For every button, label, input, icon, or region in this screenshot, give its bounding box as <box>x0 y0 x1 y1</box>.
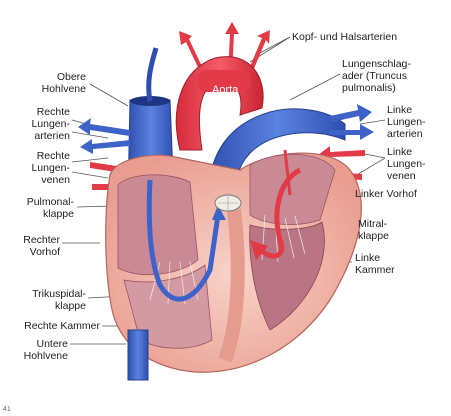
label-rechte-lungenarterien: Rechte Lungen- arterien <box>31 106 70 142</box>
linker-vorhof-cavity <box>249 153 336 225</box>
flow-left-red-top <box>283 149 292 196</box>
flow-right-blue <box>146 179 221 302</box>
label-rechte-lungenvenen: Rechte Lungen- venen <box>31 150 70 186</box>
flow-right-blue-head <box>212 205 226 220</box>
flow-left-red-head <box>250 240 268 260</box>
label-obere-hohlvene: Obere Hohlvene <box>41 71 86 95</box>
label-trikuspidalklappe: Trikuspidal- klappe <box>32 288 86 312</box>
label-untere-hohlvene: Untere Hohlvene <box>23 338 68 362</box>
label-rechte-kammer: Rechte Kammer <box>24 320 100 332</box>
kopf-hals-trunks <box>198 70 250 92</box>
label-rechter-vorhof: Rechter Vorhof <box>23 234 60 258</box>
label-aorta: Aorta <box>212 84 239 96</box>
untere-hohlvene <box>127 329 149 381</box>
label-pulmonalklappe: Pulmonal- klappe <box>26 196 74 220</box>
label-kopf-halsarterien: Kopf- und Halsarterien <box>292 31 398 43</box>
rechte-lungenarterien <box>78 118 130 154</box>
rechter-vorhof-cavity <box>117 174 199 276</box>
linke-lungenarterien <box>330 104 374 140</box>
figure-number: 41 <box>3 406 11 413</box>
truncus-pulmonalis <box>208 108 346 211</box>
rechte-kammer-cavity <box>123 264 213 349</box>
label-linker-vorhof: Linker Vorhof <box>355 188 417 200</box>
label-linke-kammer: Linke Kammer <box>355 252 395 276</box>
flow-left-red <box>258 167 302 259</box>
label-linke-lungenvenen: Linke Lungen- venen <box>387 146 426 182</box>
label-lungenschlagader: Lungenschlag- ader (Truncus pulmonalis) <box>342 58 411 94</box>
label-linke-lungenarterien: Linke Lungen- arterien <box>387 104 426 140</box>
label-mitralklappe: Mitral- klappe <box>358 218 389 242</box>
septum <box>218 209 245 363</box>
